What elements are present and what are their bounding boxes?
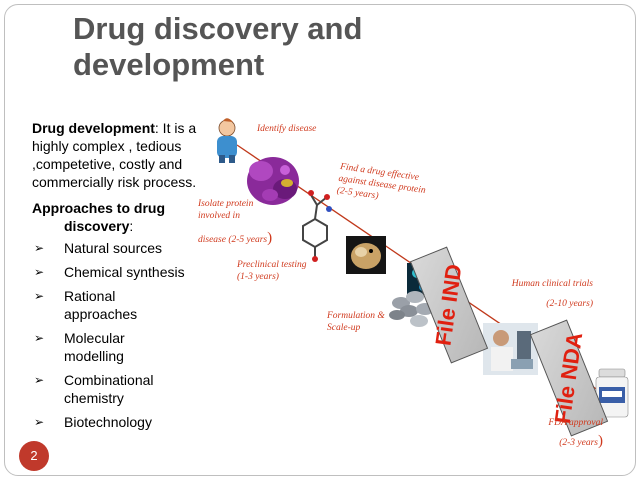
caption-text: (2-3 years [559, 438, 598, 448]
caption-line: Isolate protein [198, 199, 254, 209]
bullet-arrow-icon: ➢ [34, 241, 45, 255]
bullet-text: Combinational chemistry [64, 372, 154, 406]
bullet-text: Chemical synthesis [64, 264, 185, 280]
caption-line: Scale-up [327, 323, 361, 333]
scientist-image [483, 323, 538, 375]
drug-development-paragraph: Drug development: It is a highly complex… [32, 119, 222, 191]
caption-formulation: Formulation & Scale-up [327, 310, 385, 334]
caption-preclinical-testing: Preclinical testing (1-3 years) [237, 259, 307, 283]
bullet-item: ➢ Combinational chemistry [32, 371, 194, 407]
left-text-panel: Drug development: It is a highly complex… [32, 119, 222, 437]
bullet-item: ➢ Chemical synthesis [32, 263, 222, 281]
page-number-badge: 2 [19, 441, 49, 471]
molecule-icon [302, 190, 332, 262]
bullet-arrow-icon: ➢ [34, 265, 45, 279]
caption-line: (2-3 years) [537, 433, 603, 449]
caption-line: involved in [198, 211, 240, 221]
caption-fda-approval: FDA approval (2-3 years) [537, 417, 603, 449]
bullet-arrow-icon: ➢ [34, 289, 45, 303]
protein-structure-icon [247, 157, 299, 205]
file-nda-label: File NDA [549, 330, 588, 426]
person-icon [217, 118, 237, 163]
bullet-item: ➢ Biotechnology [32, 413, 222, 431]
pipeline-diagram [217, 118, 629, 418]
caption-line: (2-10 years) [546, 299, 593, 309]
bullet-text: Rational approaches [64, 288, 138, 322]
lab-animal-image [346, 236, 386, 274]
bullet-arrow-icon: ➢ [34, 373, 45, 387]
caption-isolate-protein: Isolate protein involved in disease (2-5… [198, 198, 272, 246]
slide: Drug discovery and development Drug deve… [4, 4, 636, 476]
approaches-label: Approaches to drug [32, 200, 166, 216]
approaches-label-2: discovery [64, 218, 130, 234]
caption-line: Formulation & [327, 311, 385, 321]
bullet-text: Biotechnology [64, 414, 152, 430]
bullet-text: Molecular modelling [64, 330, 125, 364]
bullet-item: ➢ Molecular modelling [32, 329, 174, 365]
caption-text: disease (2-5 years [198, 235, 268, 245]
file-ind-label: File IND [430, 262, 467, 348]
bullet-item: ➢ Natural sources [32, 239, 222, 257]
caption-human-clinical-trials: Human clinical trials (2-10 years) [511, 278, 593, 310]
caption-paren: ) [267, 230, 273, 246]
bullet-item: ➢ Rational approaches [32, 287, 174, 323]
drug-development-label: Drug development [32, 120, 155, 136]
caption-line: disease (2-5 years) [198, 230, 273, 246]
slide-title: Drug discovery and development [73, 11, 363, 82]
caption-identify-disease: Identify disease [257, 124, 317, 134]
caption-line: FDA approval [548, 418, 603, 428]
bullet-arrow-icon: ➢ [34, 415, 45, 429]
caption-line: Human clinical trials [511, 279, 593, 289]
medicine-bottle-image [595, 368, 629, 418]
caption-line: (1-3 years) [237, 272, 279, 282]
approaches-colon: : [129, 218, 134, 234]
caption-paren: ) [598, 433, 603, 449]
drug-development-text: : It is a highly complex , tedious ,comp… [32, 120, 197, 190]
approaches-heading: Approaches to drug discovery: [32, 199, 222, 235]
caption-line: Preclinical testing [237, 260, 307, 270]
bullet-arrow-icon: ➢ [34, 331, 45, 345]
bullet-text: Natural sources [64, 240, 163, 256]
